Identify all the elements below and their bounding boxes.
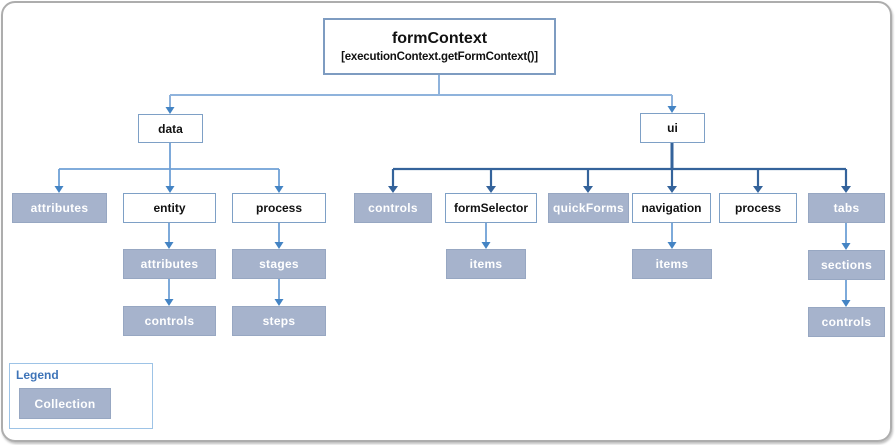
connector-ui-subtree <box>391 143 848 186</box>
node-label: attributes <box>140 257 199 271</box>
node-process-stages: stages <box>232 249 326 279</box>
node-data-process: process <box>232 193 326 223</box>
node-label: tabs <box>833 201 860 215</box>
node-data: data <box>138 114 203 143</box>
node-label: ui <box>667 121 678 135</box>
node-entity-attributes: attributes <box>123 249 216 279</box>
node-ui-controls: controls <box>354 193 432 223</box>
legend-collection-label: Collection <box>34 396 96 411</box>
node-label: stages <box>259 257 299 271</box>
node-label: steps <box>262 314 296 328</box>
node-label: process <box>734 201 782 215</box>
legend: Legend Collection <box>9 363 153 429</box>
node-label: quickForms <box>552 201 624 215</box>
node-navigation: navigation <box>632 193 711 223</box>
node-tabs-sections: sections <box>808 250 885 280</box>
arrowheads-light <box>54 106 851 307</box>
node-ui-process: process <box>719 193 797 223</box>
node-label: attributes <box>30 201 89 215</box>
node-label: controls <box>368 201 418 215</box>
connector-data-subtree <box>58 143 847 300</box>
node-label: controls <box>144 314 195 328</box>
node-label: controls <box>821 315 872 329</box>
arrowheads-dark <box>388 186 851 193</box>
node-quick-forms: quickForms <box>548 193 629 223</box>
node-label: sections <box>820 258 873 272</box>
node-label: items <box>655 257 689 271</box>
node-entity-controls: controls <box>123 306 216 336</box>
node-form-context: formContext [executionContext.getFormCon… <box>323 18 556 75</box>
node-tabs-controls: controls <box>808 307 885 337</box>
connector-root-branch <box>169 75 673 107</box>
legend-collection-swatch: Collection <box>19 388 111 419</box>
node-ui: ui <box>640 113 705 143</box>
node-label: navigation <box>641 201 702 215</box>
node-label: formSelector <box>453 201 529 215</box>
node-process-steps: steps <box>232 306 326 336</box>
node-navigation-items: items <box>632 249 712 279</box>
node-label: entity <box>153 201 186 215</box>
node-form-context-subtitle: [executionContext.getFormContext()] <box>341 50 538 63</box>
node-entity: entity <box>123 193 216 223</box>
node-form-context-title: formContext <box>391 29 488 47</box>
node-label: data <box>158 121 183 136</box>
node-tabs: tabs <box>808 193 885 223</box>
node-label: items <box>469 257 503 271</box>
legend-title: Legend <box>16 368 59 382</box>
node-label: process <box>255 201 303 215</box>
node-form-selector: formSelector <box>445 193 537 223</box>
node-data-attributes: attributes <box>12 193 107 223</box>
node-form-selector-items: items <box>446 249 526 279</box>
